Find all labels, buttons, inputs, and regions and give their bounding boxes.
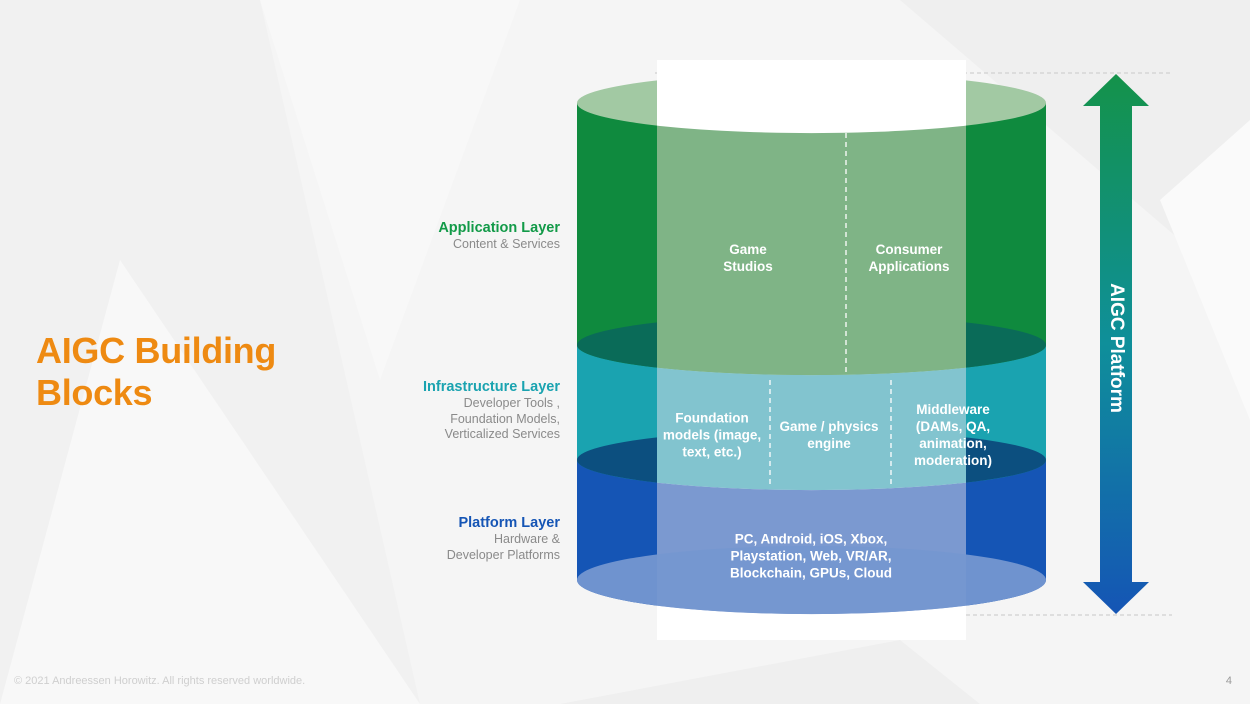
layer-subtitle: Developer Tools , xyxy=(463,396,560,410)
cell-line: Game / physics xyxy=(779,419,879,434)
application-layer-label: Application Layer Content & Services xyxy=(438,219,560,253)
cell-middleware: Middleware (DAMs, QA, animation, moderat… xyxy=(914,401,992,469)
layer-subtitle: Hardware & xyxy=(494,532,560,546)
cell-line: animation, xyxy=(919,436,987,451)
cell-line: text, etc.) xyxy=(682,444,742,460)
title-line-1: AIGC Building xyxy=(36,330,277,371)
cell-line: Playstation, Web, VR/AR, xyxy=(730,548,892,564)
layer-name: Infrastructure Layer xyxy=(423,379,560,395)
copyright-footer: © 2021 Andreessen Horowitz. All rights r… xyxy=(14,675,306,687)
cell-line: (DAMs, QA, xyxy=(915,419,991,434)
cell-consumer-applications: Consumer Applications xyxy=(868,241,949,275)
aigc-platform-label: AIGC Platform xyxy=(1106,283,1127,413)
cell-game-physics-engine: Game / physics engine xyxy=(779,418,878,452)
cell-line: Game xyxy=(729,242,767,257)
layer-subtitle: Foundation Models, xyxy=(450,411,560,426)
inner-column xyxy=(657,60,966,640)
cell-line: engine xyxy=(807,436,851,451)
infrastructure-layer-label: Infrastructure Layer Developer Tools , F… xyxy=(423,378,560,443)
layer-name: Application Layer xyxy=(438,220,560,236)
double-arrow-icon xyxy=(1083,74,1149,614)
layer-subtitle: Developer Platforms xyxy=(446,547,560,562)
cell-line: moderation) xyxy=(913,453,993,468)
cell-line: Middleware xyxy=(916,402,990,417)
title-line-2: Blocks xyxy=(36,372,153,413)
slide-title: AIGC Building Blocks xyxy=(36,330,276,414)
page-number: 4 xyxy=(1225,675,1232,687)
layer-subtitle: Content & Services xyxy=(453,237,560,251)
cell-line: PC, Android, iOS, Xbox, xyxy=(734,531,888,547)
cell-platforms: PC, Android, iOS, Xbox, Playstation, Web… xyxy=(730,531,892,582)
cell-line: models (image, xyxy=(662,427,762,443)
cell-line: Applications xyxy=(868,259,950,274)
layer-subtitle: Verticalized Services xyxy=(444,427,560,441)
cell-line: Consumer xyxy=(875,242,943,257)
platform-layer-label: Platform Layer Hardware & Developer Plat… xyxy=(447,514,560,563)
layer-name: Platform Layer xyxy=(458,515,560,531)
cell-line: Foundation xyxy=(675,410,749,426)
cell-foundation-models: Foundation models (image, text, etc.) xyxy=(663,410,761,461)
cell-game-studios: Game Studios xyxy=(723,241,773,275)
cell-line: Studios xyxy=(723,259,773,274)
cell-line: Blockchain, GPUs, Cloud xyxy=(729,565,893,581)
